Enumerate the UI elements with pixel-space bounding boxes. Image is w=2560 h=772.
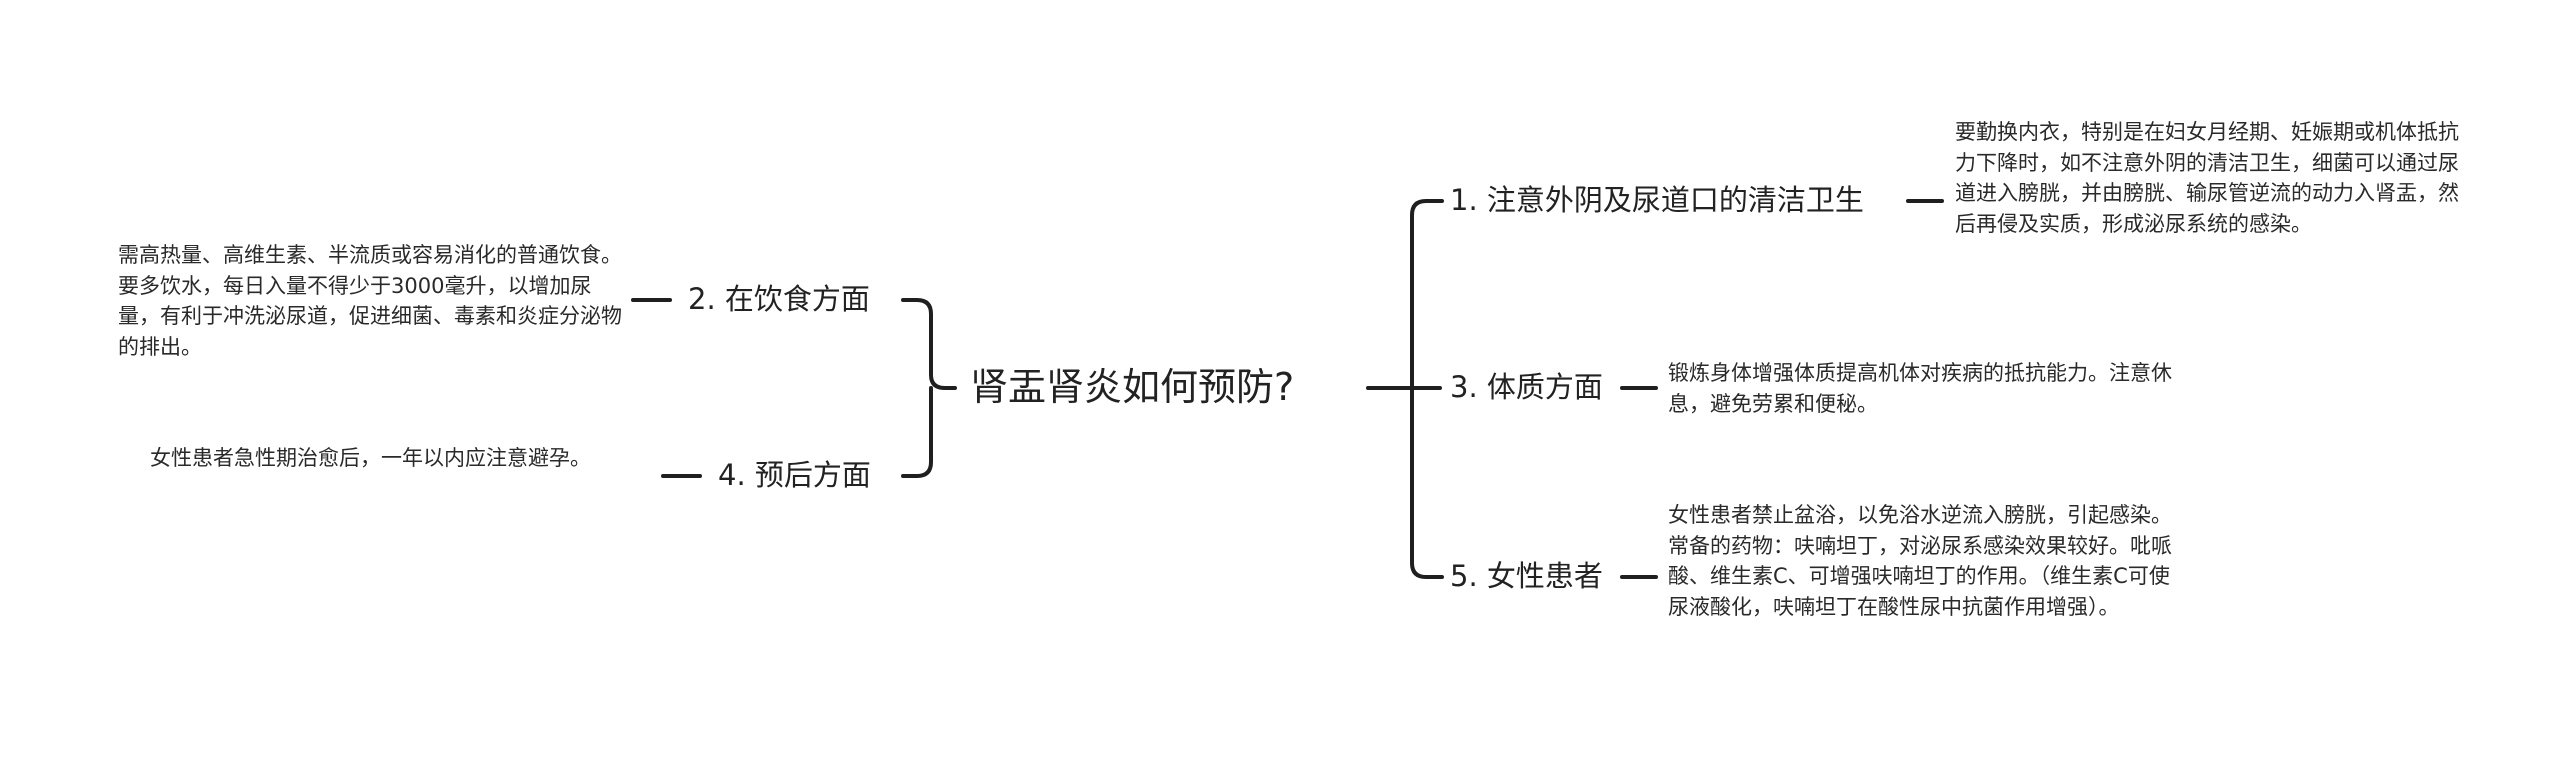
branch-4-label: 4. 预后方面 (718, 458, 871, 492)
connector-right-bracket (1410, 199, 1444, 579)
central-topic: 肾盂肾炎如何预防? (970, 365, 1295, 409)
branch-2-label: 2. 在饮食方面 (688, 282, 870, 316)
branch-3-detail: 锻炼身体增强体质提高机体对疾病的抵抗能力。注意休息，避免劳累和便秘。 (1668, 361, 2172, 416)
connector-left-bracket (901, 298, 957, 478)
branch-5-detail: 女性患者禁止盆浴，以免浴水逆流入膀胱，引起感染。常备的药物：呋喃坦丁，对泌尿系感… (1668, 503, 2172, 619)
branch-1-detail: 要勤换内衣，特别是在妇女月经期、妊娠期或机体抵抗力下降时，如不注意外阴的清洁卫生… (1955, 120, 2459, 236)
branch-5-label: 5. 女性患者 (1450, 559, 1603, 593)
branch-2-detail: 需高热量、高维生素、半流质或容易消化的普通饮食。要多饮水，每日入量不得少于300… (118, 243, 622, 359)
branch-4-detail: 女性患者急性期治愈后，一年以内应注意避孕。 (150, 446, 591, 470)
branch-1-label: 1. 注意外阴及尿道口的清洁卫生 (1450, 183, 1864, 217)
branch-3-label: 3. 体质方面 (1450, 370, 1603, 404)
